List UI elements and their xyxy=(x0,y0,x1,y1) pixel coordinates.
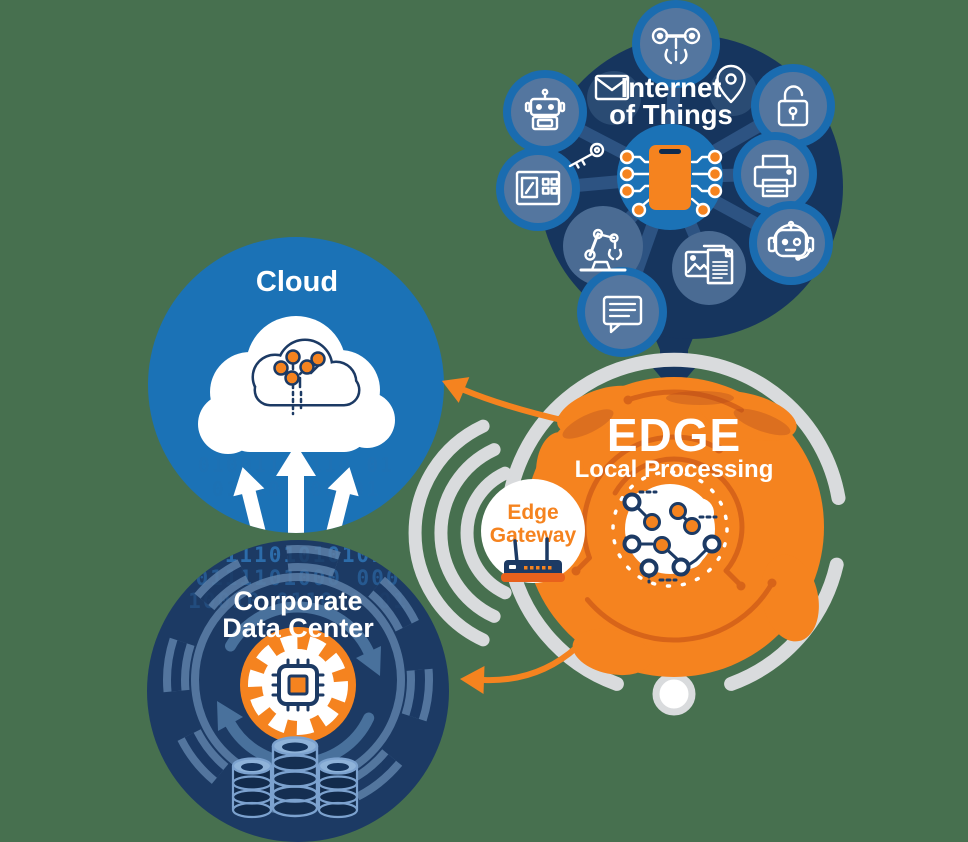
open-padlock-icon xyxy=(777,85,809,127)
edge-circuit-rings xyxy=(571,389,777,643)
satellite-printer xyxy=(733,132,817,216)
iot-cluster: Internet of Things xyxy=(496,0,843,393)
control-panel-icon xyxy=(515,170,561,206)
robot-icon xyxy=(524,88,566,131)
robotic-arm-icon xyxy=(579,228,627,272)
envelope-icon xyxy=(594,74,630,101)
router-icon xyxy=(501,537,565,582)
chat-message-icon xyxy=(602,295,643,334)
smartphone-chip-icon xyxy=(617,124,723,230)
gateway-title-line2: Gateway xyxy=(490,524,577,547)
satellite-chat-message xyxy=(577,267,667,357)
edge-circuit-core-icon xyxy=(611,470,729,588)
edge-title: EDGE xyxy=(607,409,741,461)
edge-subtitle: Local Processing xyxy=(575,456,774,483)
chatbot-headset-icon xyxy=(767,220,815,261)
gateway-circle xyxy=(481,479,585,583)
gear-chip-icon xyxy=(240,627,356,743)
iot-title-line1: Internet xyxy=(621,72,722,103)
cloud-circuit-icon xyxy=(251,338,361,416)
documents-photos-icon xyxy=(684,244,734,285)
cloud-title: Cloud xyxy=(256,266,338,298)
iot-title-line2: of Things xyxy=(609,99,733,130)
location-pin-icon xyxy=(716,64,746,104)
edge-to-datacenter-arrow xyxy=(460,644,580,694)
cloud-up-arrows xyxy=(233,444,359,533)
database-right xyxy=(317,757,359,819)
satellite-robotic-arm xyxy=(563,206,643,286)
edge-to-cloud-arrow xyxy=(441,377,569,424)
key-icon xyxy=(568,142,605,169)
corporate-title-line2: Data Center xyxy=(222,613,374,643)
signal-arcs-icon xyxy=(408,419,512,647)
satellite-robot xyxy=(503,70,587,154)
database-icons xyxy=(231,736,359,819)
gateway-title-line1: Edge xyxy=(507,501,558,524)
edge-gateway: Edge Gateway xyxy=(481,479,585,583)
satellite-open-padlock xyxy=(751,64,835,148)
edge-cluster: EDGE Local Processing xyxy=(524,377,824,677)
corporate-title-line1: Corporate xyxy=(233,586,362,616)
printer-icon xyxy=(753,154,797,198)
database-left xyxy=(231,757,273,819)
satellite-chatbot-headset xyxy=(749,201,833,285)
corporate-cluster: 00111010101011 0111101000 000 10010 0110… xyxy=(147,540,449,842)
robotic-claw-icon xyxy=(651,27,701,65)
edge-ring-node xyxy=(652,672,696,716)
database-center xyxy=(271,736,319,818)
